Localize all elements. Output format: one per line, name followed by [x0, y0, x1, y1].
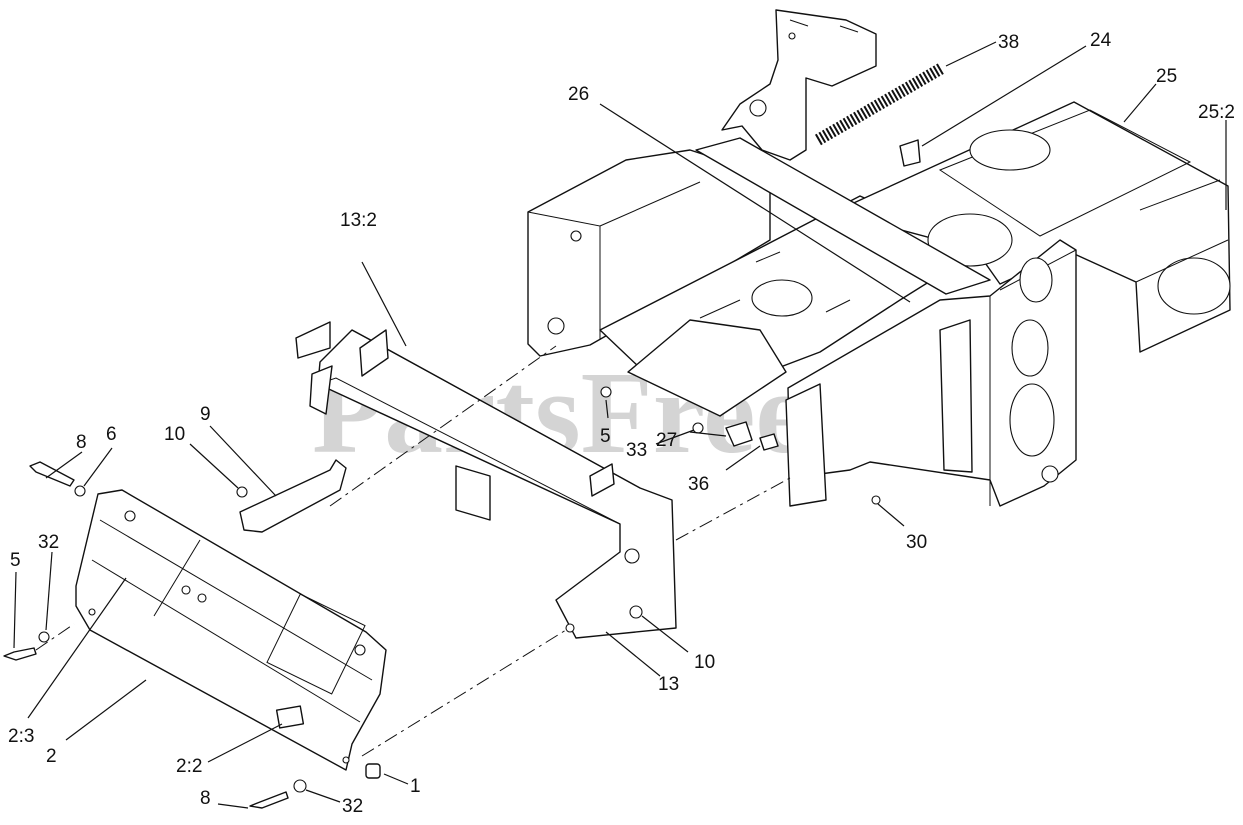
main-frame: [527, 9, 1231, 507]
callout-36: 36: [688, 474, 709, 495]
nut-10-left: [236, 486, 248, 498]
callout-labels: 38 24 25 25:2 26 13:2 8 6 10 9 5 33 27 3…: [8, 30, 1235, 817]
callout-33: 33: [626, 440, 647, 461]
bolt-8-bottom: [249, 791, 289, 809]
switch-plate: [295, 321, 331, 359]
callout-1: 1: [410, 776, 421, 797]
washer-32-top: [38, 631, 50, 643]
callout-10-right: 10: [694, 652, 715, 673]
alignment-line-right: [675, 477, 791, 541]
bracket-9: [239, 459, 347, 533]
bolt-5-left: [3, 647, 37, 661]
callout-32-bottom: 32: [342, 796, 363, 817]
washer-32-bottom: [293, 779, 307, 793]
front-panel: [75, 489, 387, 771]
alignment-line-left: [35, 623, 75, 651]
callout-2-3: 2:3: [8, 726, 34, 747]
callout-25-2: 25:2: [1198, 102, 1235, 123]
callout-2-2: 2:2: [176, 756, 202, 777]
nut-33: [692, 422, 704, 434]
callout-32-left: 32: [38, 532, 59, 553]
callout-2: 2: [46, 746, 57, 767]
leader-lines: [13, 41, 1227, 809]
callout-8-bottom: 8: [200, 788, 211, 809]
callout-26: 26: [568, 84, 589, 105]
nut-10-right: [629, 605, 643, 619]
alignment-line-upper: [329, 345, 557, 507]
bolt-30: [871, 495, 881, 505]
callout-6: 6: [106, 424, 117, 445]
callout-27: 27: [656, 430, 677, 451]
front-cross-bar: [309, 329, 677, 639]
callout-5-center: 5: [600, 426, 611, 447]
callout-24: 24: [1090, 30, 1112, 51]
callout-30: 30: [906, 532, 927, 553]
cap-24: [899, 139, 921, 167]
callout-25: 25: [1156, 66, 1177, 87]
pin-36: [725, 421, 779, 451]
callout-8-top: 8: [76, 432, 87, 453]
callout-10-left: 10: [164, 424, 185, 445]
callout-13-2: 13:2: [340, 210, 377, 231]
callout-38: 38: [998, 32, 1019, 53]
bumper-1: [365, 763, 381, 779]
callout-9: 9: [200, 404, 211, 425]
callout-5-left: 5: [10, 550, 21, 571]
bolt-5-center: [600, 386, 612, 398]
washer-6: [74, 485, 86, 497]
alignment-line-lower: [361, 629, 567, 757]
callout-13: 13: [658, 674, 679, 695]
